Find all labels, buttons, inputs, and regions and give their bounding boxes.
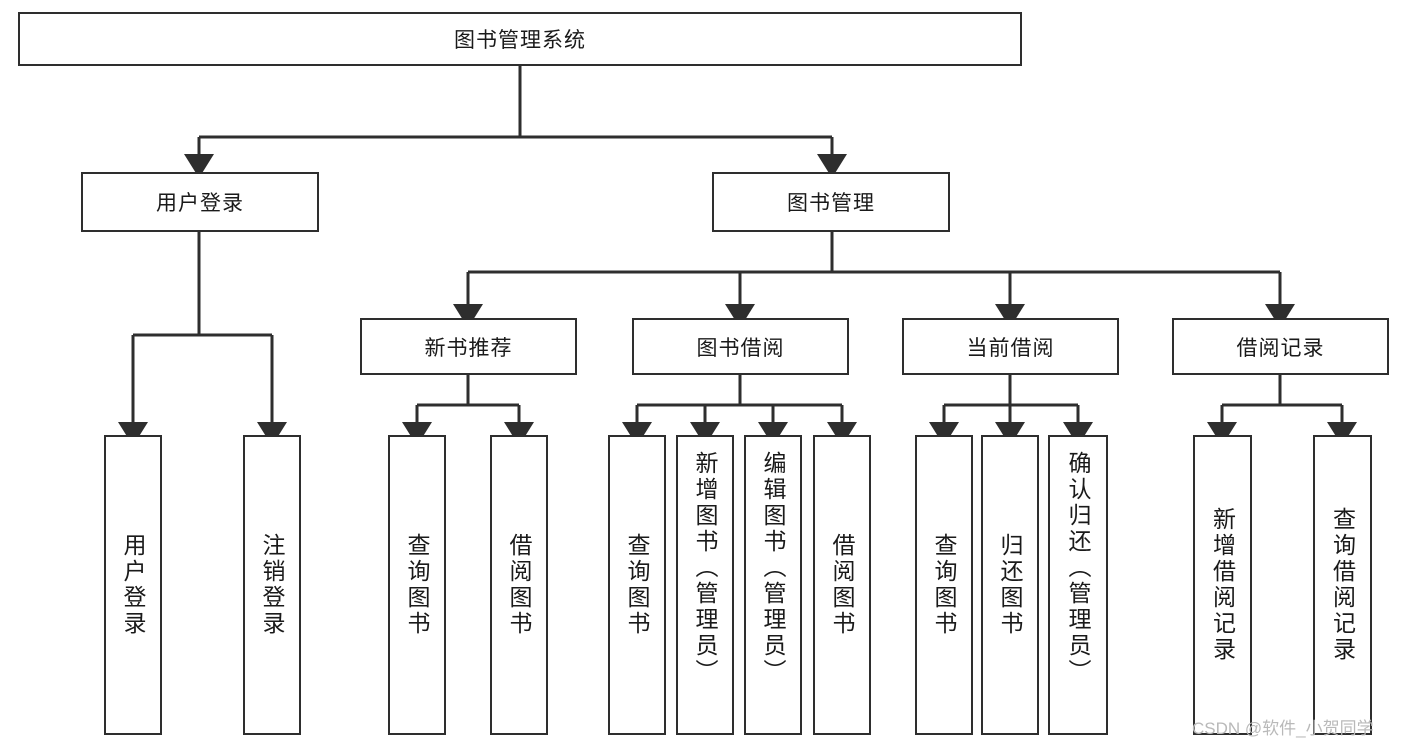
node-label: 确认归还（管理员）: [1065, 451, 1091, 685]
leaf-borrow-edit-book-admin[interactable]: 编辑图书（管理员）: [744, 435, 802, 735]
node-label: 借阅图书: [829, 533, 855, 637]
node-label: 图书管理: [787, 192, 875, 215]
node-label: 注销登录: [259, 533, 285, 637]
node-label: 当前借阅: [966, 336, 1055, 360]
leaf-recommend-query-book[interactable]: 查询图书: [388, 435, 446, 735]
node-label: 借阅图书: [506, 533, 532, 637]
node-user-login[interactable]: 用户登录: [81, 172, 319, 232]
leaf-current-confirm-return-admin[interactable]: 确认归还（管理员）: [1048, 435, 1108, 735]
node-book-management[interactable]: 图书管理: [712, 172, 950, 232]
leaf-borrow-add-book-admin[interactable]: 新增图书（管理员）: [676, 435, 734, 735]
leaf-borrow-query-book[interactable]: 查询图书: [608, 435, 666, 735]
leaf-recommend-borrow-book[interactable]: 借阅图书: [490, 435, 548, 735]
node-label: 图书管理系统: [454, 29, 586, 52]
leaf-record-add-borrow-record[interactable]: 新增借阅记录: [1193, 435, 1252, 735]
leaf-user-login-signout[interactable]: 注销登录: [243, 435, 301, 735]
node-label: 编辑图书（管理员）: [760, 451, 786, 685]
leaf-borrow-borrow-book[interactable]: 借阅图书: [813, 435, 871, 735]
node-label: 归还图书: [997, 533, 1023, 637]
leaf-user-login-signin[interactable]: 用户登录: [104, 435, 162, 735]
node-label: 查询借阅记录: [1329, 507, 1356, 663]
node-label: 查询图书: [404, 533, 430, 637]
node-root-book-management-system[interactable]: 图书管理系统: [18, 12, 1022, 66]
node-borrow-record[interactable]: 借阅记录: [1172, 318, 1389, 375]
node-label: 新书推荐: [424, 336, 513, 360]
node-label: 查询图书: [931, 533, 957, 637]
node-label: 查询图书: [624, 533, 650, 637]
node-label: 新增借阅记录: [1209, 507, 1236, 663]
node-current-borrow[interactable]: 当前借阅: [902, 318, 1119, 375]
node-label: 用户登录: [156, 192, 244, 215]
node-label: 图书借阅: [696, 336, 785, 360]
watermark-text: CSDN @软件_小贺同学: [1192, 719, 1374, 738]
leaf-record-query-borrow-record[interactable]: 查询借阅记录: [1313, 435, 1372, 735]
leaf-current-return-book[interactable]: 归还图书: [981, 435, 1039, 735]
leaf-current-query-book[interactable]: 查询图书: [915, 435, 973, 735]
node-label: 借阅记录: [1236, 336, 1325, 360]
node-label: 新增图书（管理员）: [692, 451, 718, 685]
node-label: 用户登录: [120, 533, 146, 637]
node-book-borrow[interactable]: 图书借阅: [632, 318, 849, 375]
node-new-book-recommend[interactable]: 新书推荐: [360, 318, 577, 375]
